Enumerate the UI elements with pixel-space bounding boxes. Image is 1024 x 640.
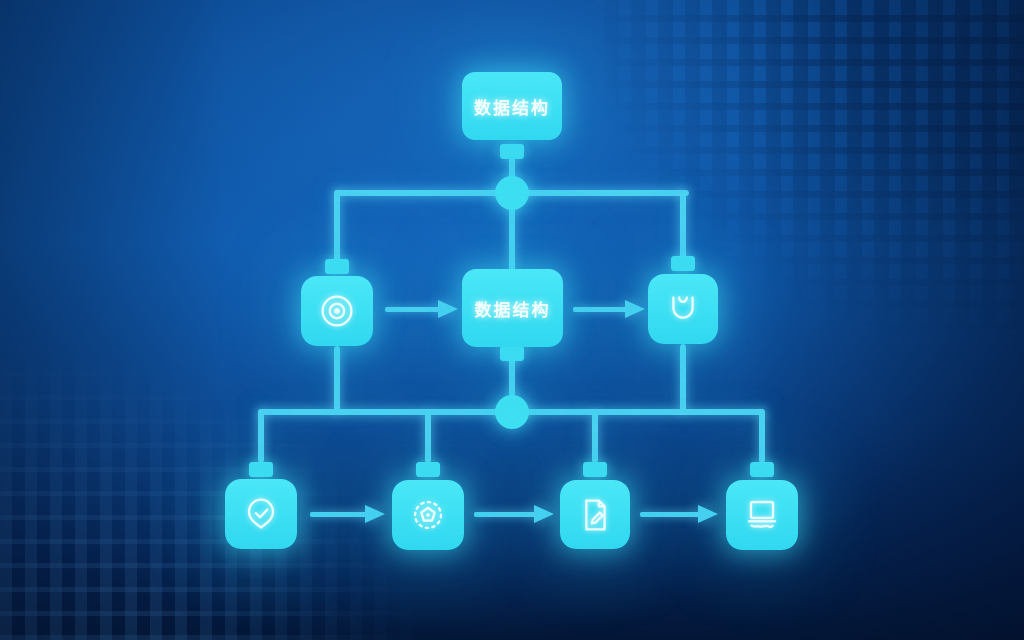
arrow-center-to-right	[573, 300, 645, 318]
junction-dot-bottom	[495, 395, 529, 429]
stub-middle-center-bottom	[500, 346, 524, 361]
stub-bottom-3-top	[583, 462, 607, 477]
node-bottom-1	[225, 479, 297, 549]
arrow-left-to-center	[385, 300, 458, 318]
node-middle-right	[648, 274, 718, 344]
node-middle-center: 数据结构	[462, 269, 563, 347]
connector-drop-bottom-4	[759, 409, 765, 463]
stub-root-bottom	[500, 144, 524, 159]
stub-bottom-4-top	[750, 462, 774, 477]
connector-drop-bottom-3	[592, 412, 598, 463]
shield-icon	[672, 296, 694, 319]
arrowhead-icon	[438, 300, 458, 318]
node-root-label: 数据结构	[474, 98, 550, 118]
node-middle-left	[301, 276, 373, 346]
stub-bottom-2-top	[416, 462, 440, 477]
connector-drop-middle-right	[680, 190, 686, 260]
target-icon	[321, 295, 353, 327]
connector-drop-bottom-2	[425, 412, 431, 463]
connector-root-to-center	[509, 155, 515, 271]
stub-middle-left-top	[325, 259, 349, 274]
connector-drop-middle-left	[334, 190, 340, 262]
stub-middle-right-top	[671, 256, 695, 271]
arrow-bottom-1-to-2	[310, 505, 385, 523]
node-bottom-4	[726, 480, 798, 550]
stub-bottom-1-top	[249, 462, 273, 477]
arrowhead-icon	[365, 505, 385, 523]
arrow-bottom-2-to-3	[474, 505, 554, 523]
document-edit-icon	[585, 498, 606, 531]
monitor-icon	[747, 500, 777, 529]
arrow-bottom-3-to-4	[640, 505, 718, 523]
connector-drop-bottom-1	[258, 409, 264, 463]
node-bottom-3	[560, 480, 630, 549]
connector-middle-center-down	[509, 356, 515, 414]
node-root: 数据结构	[462, 72, 562, 140]
node-bottom-2	[392, 480, 464, 550]
connector-middle-left-down	[334, 346, 340, 412]
gear-spark-icon	[413, 500, 443, 530]
arrowhead-icon	[698, 505, 718, 523]
junction-dot-top	[495, 176, 529, 210]
arrowhead-icon	[534, 505, 554, 523]
connector-middle-right-down	[680, 344, 686, 412]
arrowhead-icon	[625, 300, 645, 318]
background-texture-bottom-left	[0, 340, 420, 640]
check-badge-icon	[247, 498, 275, 529]
node-middle-center-label: 数据结构	[474, 300, 551, 320]
